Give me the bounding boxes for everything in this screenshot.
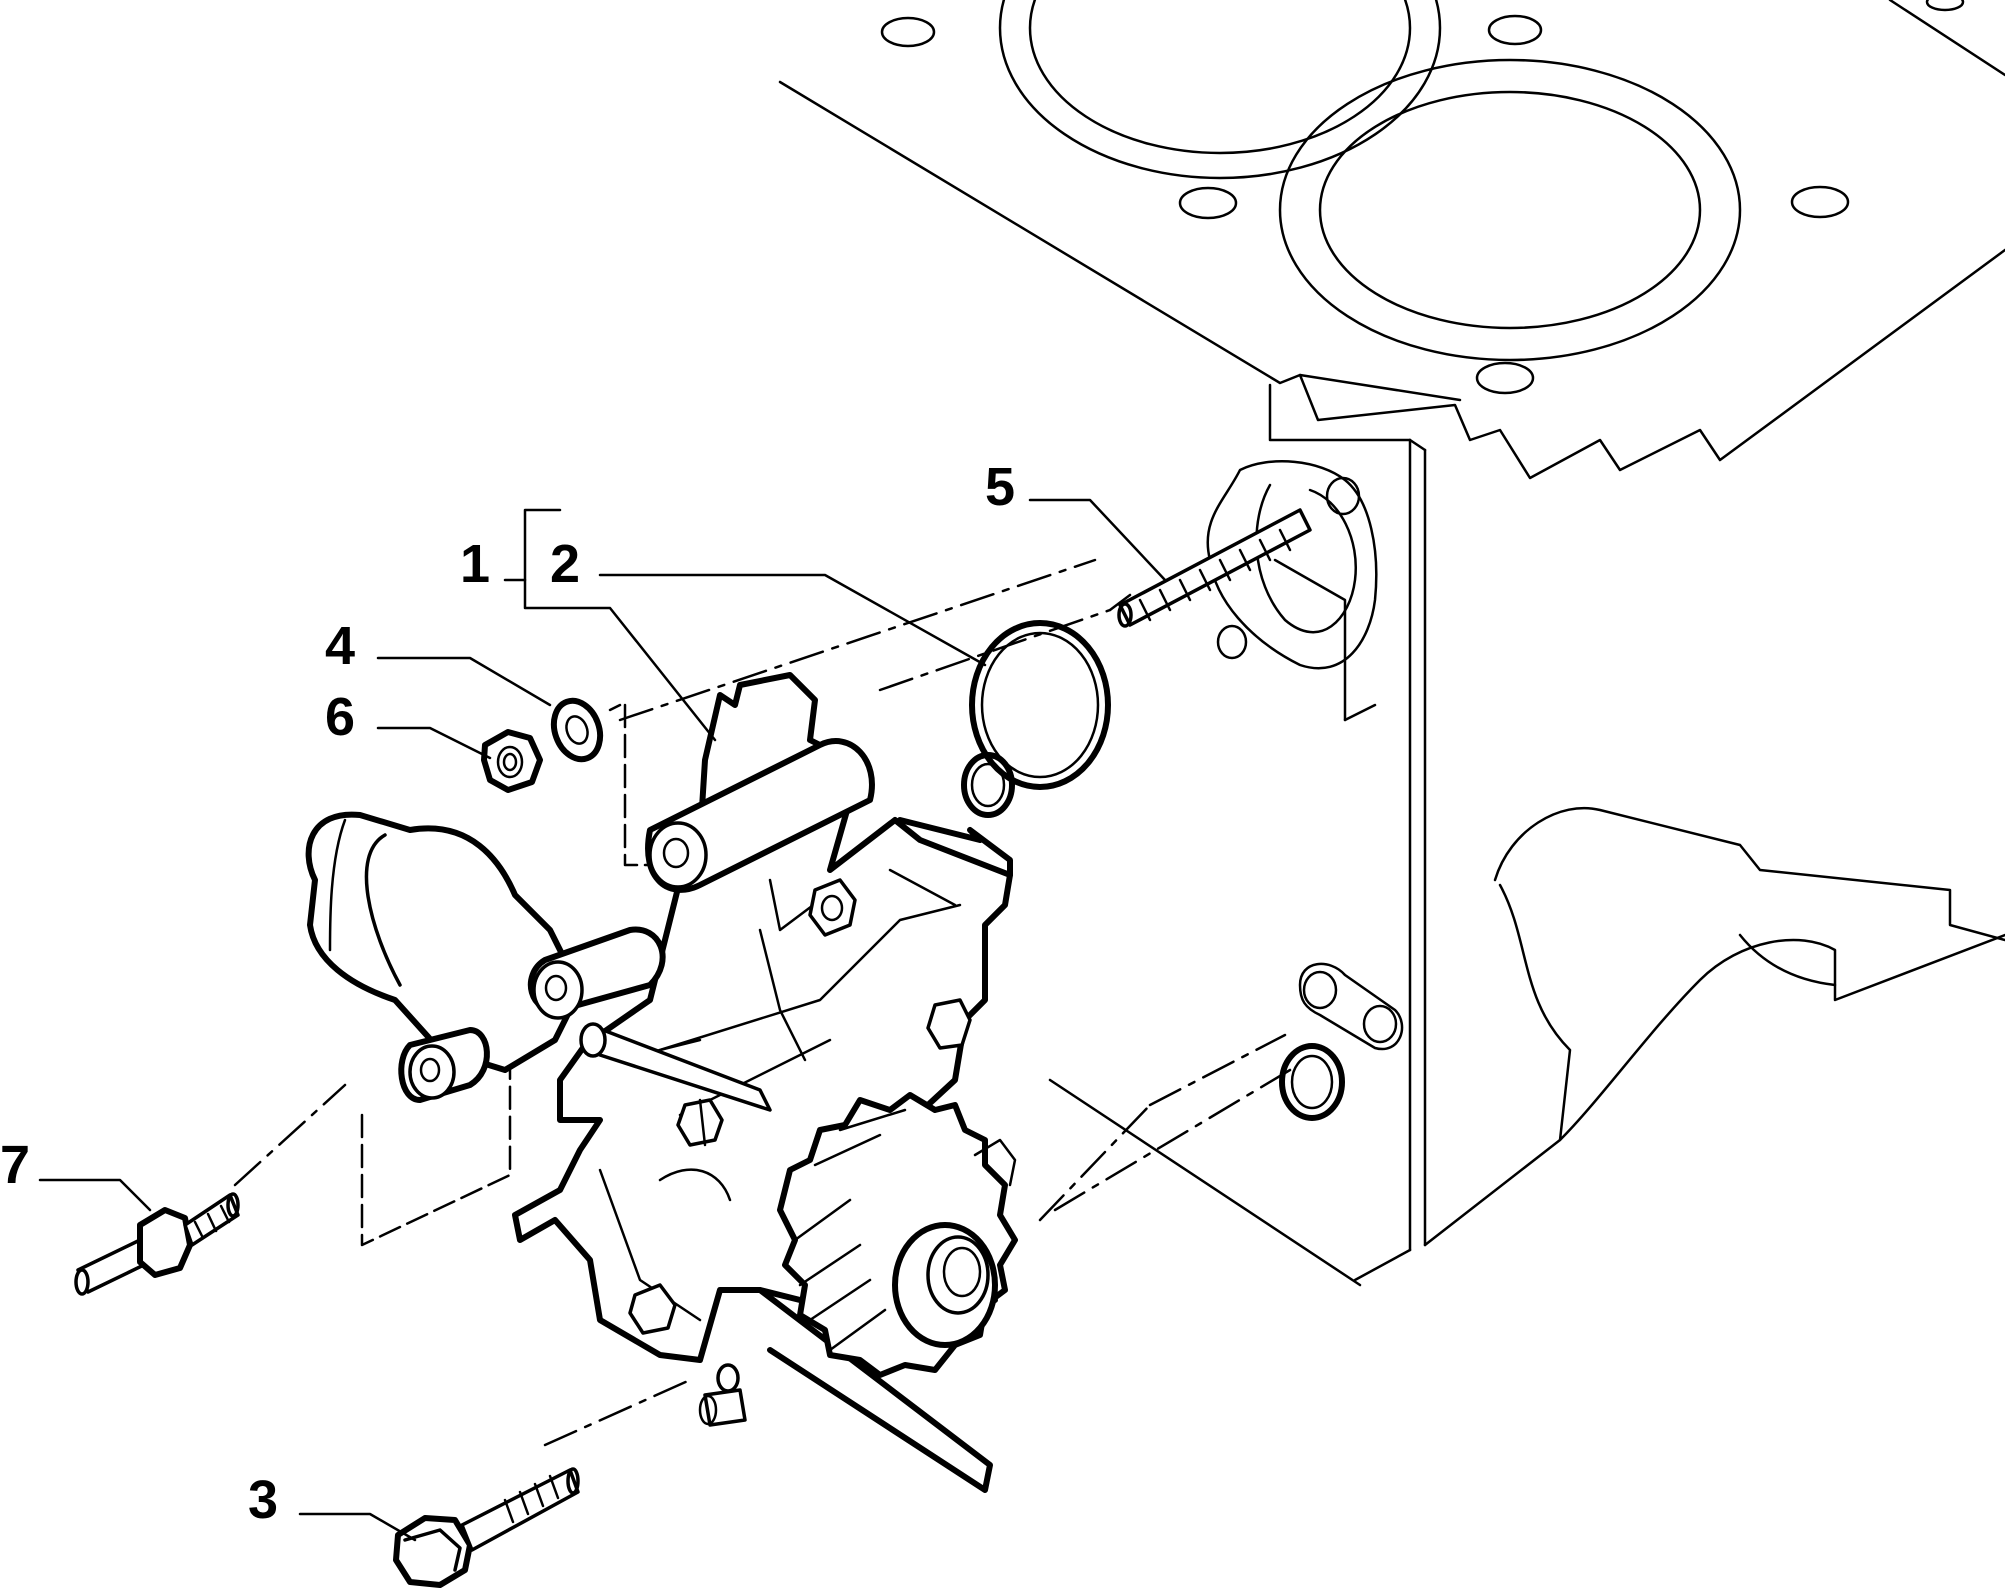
callout-1: 1 [460, 534, 490, 594]
pump-bolt-b [926, 998, 972, 1050]
engine-block [778, 0, 2005, 1287]
callout-6: 6 [325, 687, 355, 747]
cylinder-bore-2 [1278, 58, 1742, 362]
leader-lines [38, 498, 1167, 1542]
o-ring-large [969, 620, 1111, 790]
washer-4 [550, 697, 604, 763]
stud-5 [1117, 508, 1312, 628]
bolt-3 [393, 1467, 580, 1588]
callout-3: 3 [248, 1470, 278, 1530]
pump-bolt-a [808, 878, 857, 937]
pump-bolt-d [628, 1283, 677, 1335]
callout-5: 5 [985, 457, 1015, 517]
callout-2: 2 [550, 534, 580, 594]
stud-7 [74, 1192, 240, 1296]
nut-6 [481, 729, 543, 793]
water-pump-assembly [305, 672, 1018, 1493]
pump-bolt-c [676, 1098, 724, 1147]
callout-labels: 1 2 3 4 5 6 7 [0, 457, 1015, 1530]
callout-4: 4 [325, 616, 355, 676]
o-ring-small-upper [961, 752, 1015, 818]
pump-bolt-e [698, 1388, 747, 1427]
cylinder-bore-1 [998, 0, 1442, 180]
o-ring-small-lower [1279, 1043, 1345, 1121]
pump-drive-gear [777, 1092, 1018, 1378]
callout-7: 7 [0, 1135, 30, 1195]
